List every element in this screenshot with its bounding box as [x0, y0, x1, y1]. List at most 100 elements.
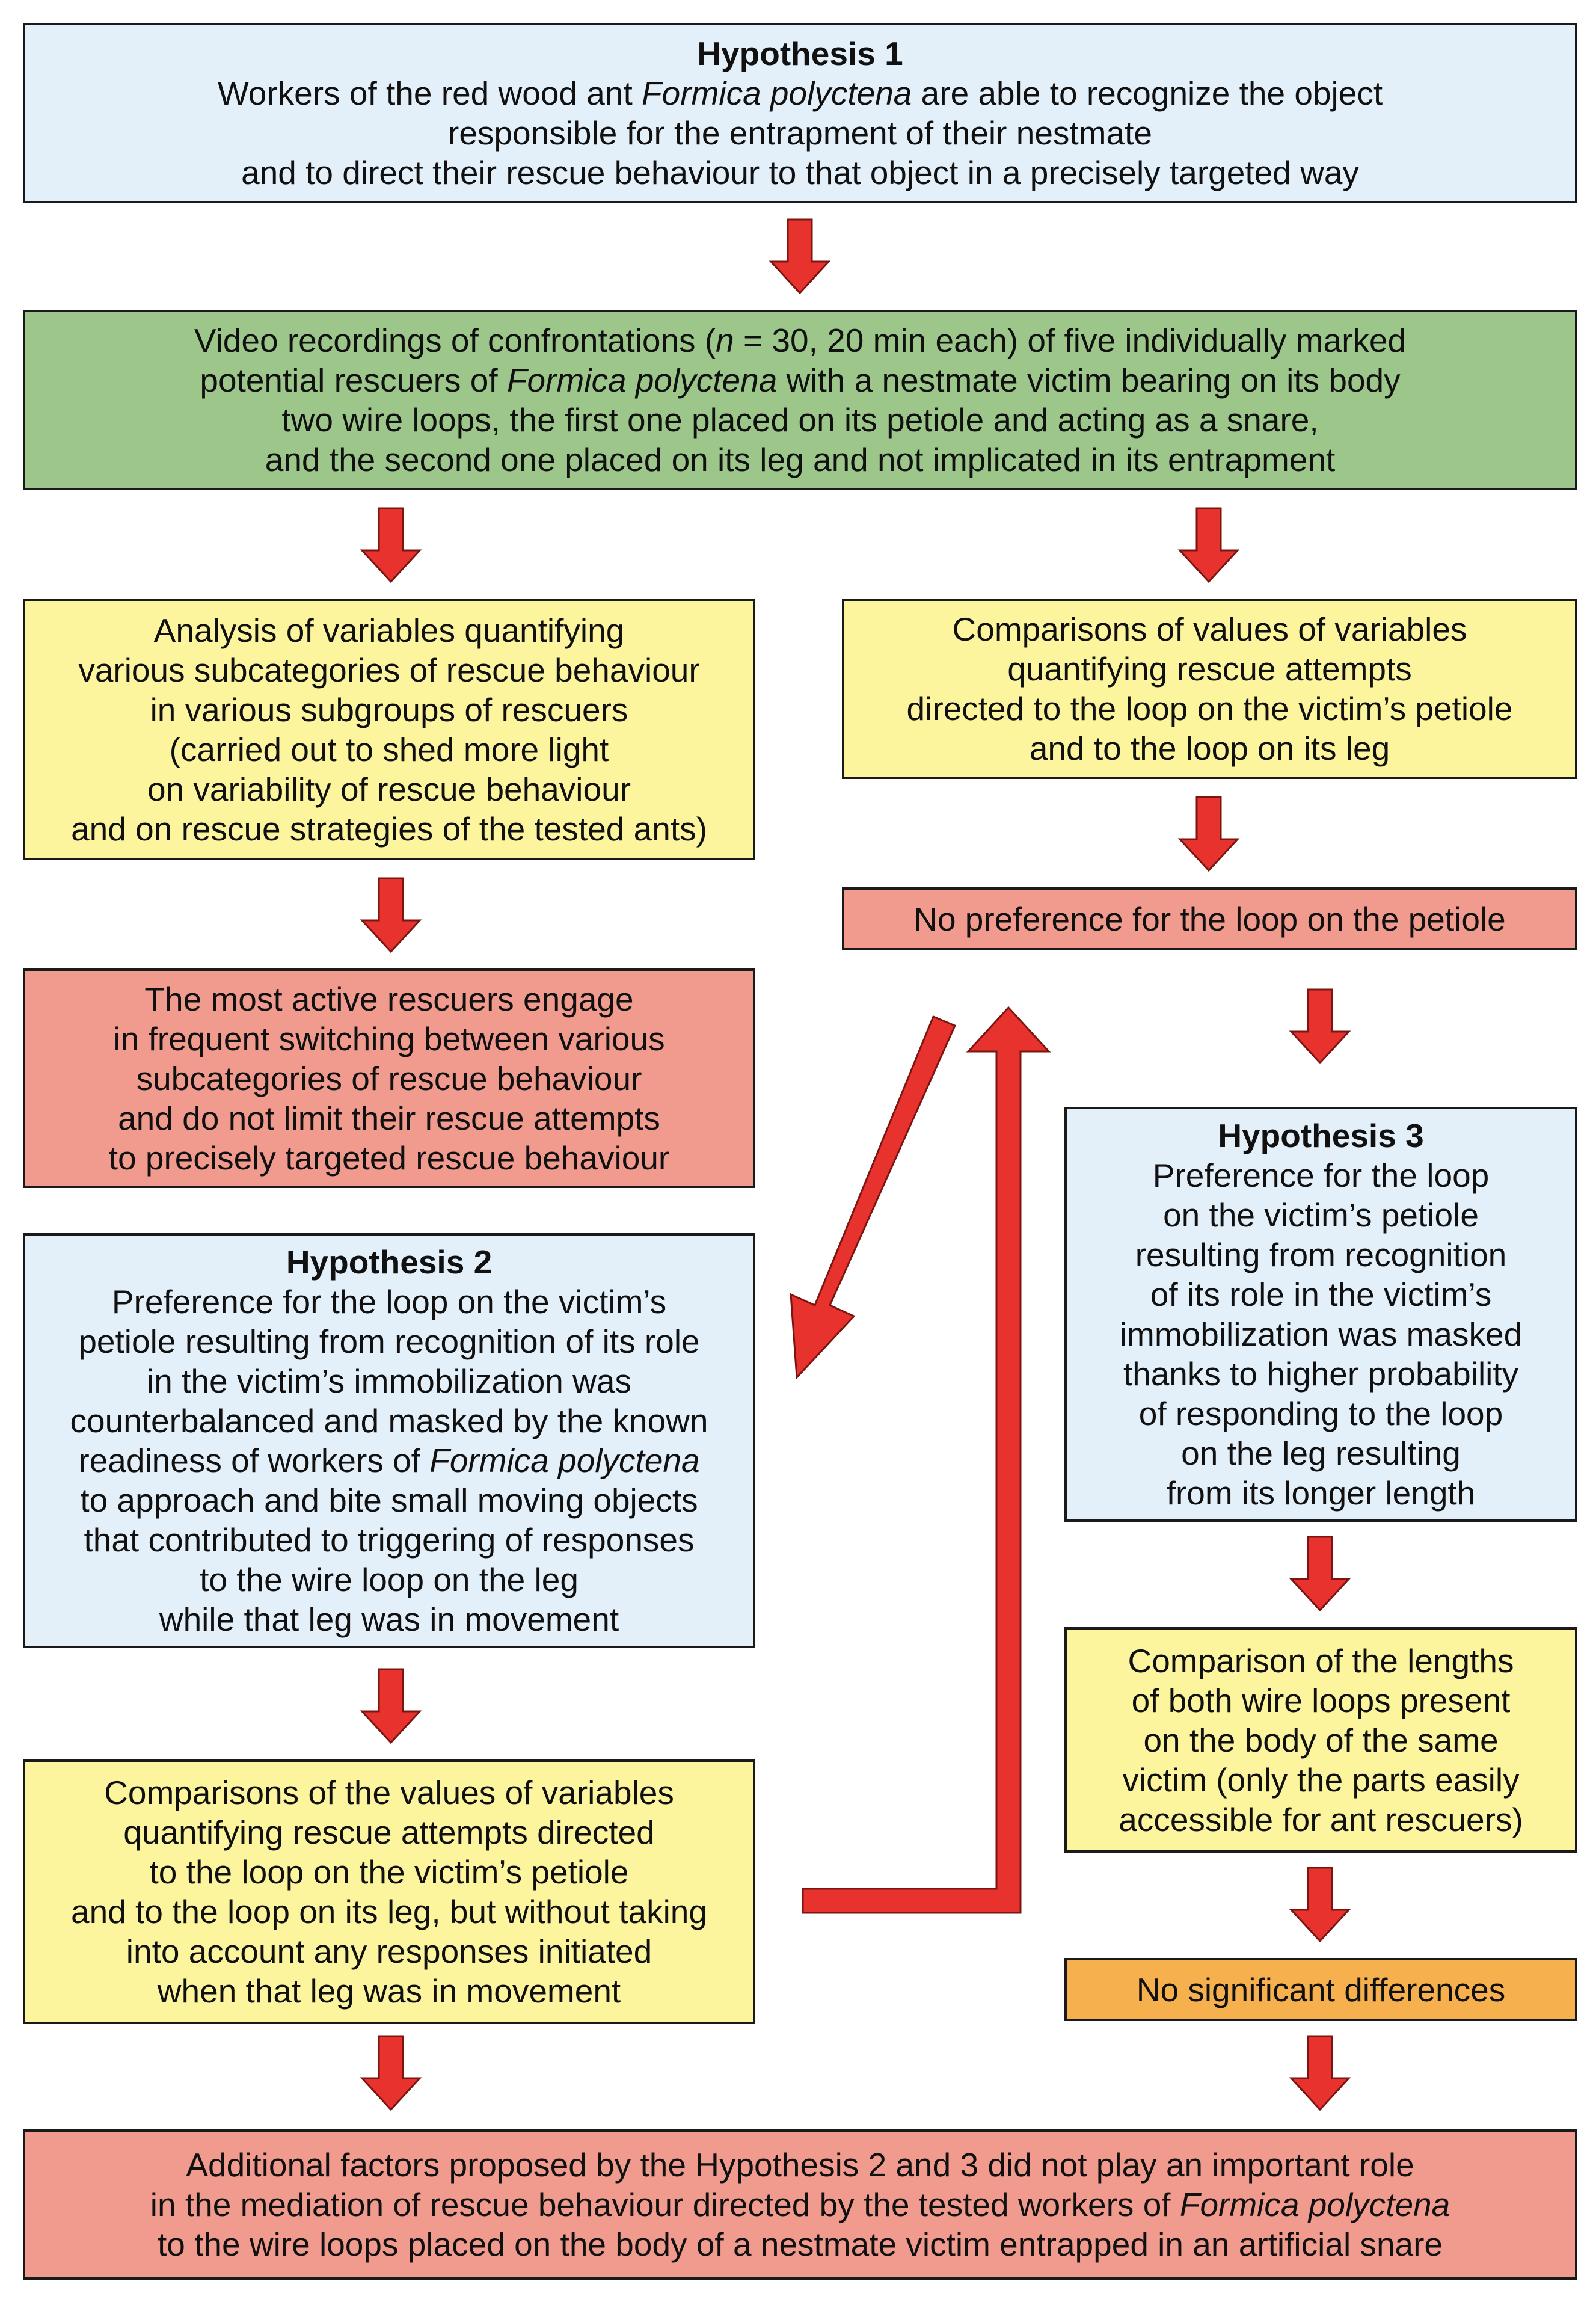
box-text-line: immobilization was masked [1120, 1314, 1522, 1354]
text-segment: Analysis of variables quantifying [153, 611, 625, 649]
text-segment: directed to the loop on the victim’s pet… [906, 690, 1513, 727]
box-text-line: and do not limit their rescue attempts [118, 1098, 660, 1138]
box-title: Hypothesis 1 [697, 35, 903, 72]
italic-text: n [716, 322, 734, 359]
arrow-comparisons2-to-no-preference [802, 1006, 1051, 1914]
box-text-line: to the wire loop on the leg [200, 1560, 579, 1599]
text-segment: two wire loops, the first one placed on … [281, 401, 1319, 439]
text-segment: and to direct their rescue behaviour to … [241, 154, 1359, 191]
box-text-line: on the leg resulting [1181, 1433, 1461, 1473]
text-segment: Preference for the loop on the victim’s [111, 1283, 667, 1320]
box-text-line: Comparison of the lengths [1128, 1641, 1514, 1681]
box-text-line: to the loop on the victim’s petiole [150, 1852, 629, 1892]
text-segment: on the victim’s petiole [1163, 1196, 1479, 1234]
text-segment: Comparison of the lengths [1128, 1642, 1514, 1679]
box-text-line: various subcategories of rescue behaviou… [78, 650, 699, 690]
arrow-lengths-to-no-differences [1290, 1867, 1350, 1942]
box-text-line: resulting from recognition [1135, 1235, 1507, 1275]
text-segment: while that leg was in movement [159, 1601, 619, 1638]
text-segment: and on rescue strategies of the tested a… [71, 810, 707, 848]
arrow-no-preference-to-h3 [1290, 988, 1350, 1064]
no-significant-differences-box: No significant differences [1064, 1958, 1577, 2021]
box-text-line: while that leg was in movement [159, 1599, 619, 1639]
arrow-video-to-analysis [361, 507, 421, 583]
text-segment: counterbalanced and masked by the known [70, 1402, 708, 1439]
text-segment: Workers of the red wood ant [217, 75, 642, 112]
arrow-no-preference-to-h2 [790, 1015, 956, 1380]
text-segment: Comparisons of the values of variables [104, 1774, 674, 1811]
text-segment: on the body of the same [1143, 1721, 1499, 1759]
text-segment: No significant differences [1136, 1971, 1506, 2008]
box-text-line: on variability of rescue behaviour [147, 769, 631, 809]
box-text-line: Additional factors proposed by the Hypot… [186, 2145, 1414, 2185]
italic-text: Formica polyctena [429, 1442, 700, 1479]
text-segment: of both wire loops present [1131, 1681, 1511, 1719]
box-text-line: Comparisons of the values of variables [104, 1773, 674, 1812]
box-text-line: subcategories of rescue behaviour [137, 1059, 642, 1098]
text-segment: quantifying rescue attempts [1007, 650, 1412, 688]
italic-text: Formica polyctena [506, 362, 778, 399]
text-segment: subcategories of rescue behaviour [136, 1059, 642, 1097]
text-segment: that contributed to triggering of respon… [84, 1521, 695, 1559]
text-segment: readiness of workers of [78, 1442, 430, 1479]
text-segment: Preference for the loop [1152, 1157, 1490, 1194]
italic-text: Formica polyctena [1179, 2186, 1450, 2223]
text-segment: from its longer length [1166, 1474, 1476, 1512]
text-segment: into account any responses initiated [126, 1933, 652, 1970]
box-title: Hypothesis 3 [1218, 1117, 1424, 1154]
box-text-line: responsible for the entrapment of their … [448, 113, 1152, 153]
box-text-line: Video recordings of confrontations (n = … [194, 321, 1406, 360]
text-segment: in frequent switching between various [113, 1020, 665, 1057]
box-text-line: directed to the loop on the victim’s pet… [907, 689, 1513, 728]
box-text-line: two wire loops, the first one placed on … [281, 400, 1318, 440]
conclusion-box: Additional factors proposed by the Hypot… [23, 2129, 1577, 2280]
box-text-line: to the wire loops placed on the body of … [158, 2224, 1443, 2264]
text-segment: potential rescuers of [200, 362, 507, 399]
text-segment: thanks to higher probability [1123, 1355, 1519, 1393]
text-segment: victim (only the parts easily [1122, 1761, 1520, 1799]
box-text-line: counterbalanced and masked by the known [70, 1401, 708, 1441]
text-segment: are able to recognize the object [912, 75, 1383, 112]
arrow-h3-to-lengths [1290, 1536, 1350, 1611]
text-segment: various subcategories of rescue behaviou… [78, 651, 700, 689]
text-segment: in the victim’s immobilization was [147, 1362, 631, 1400]
arrow-h2-to-comparisons2 [361, 1668, 421, 1744]
box-text-line: and the second one placed on its leg and… [265, 440, 1336, 479]
box-text-line: and to the loop on its leg, but without … [71, 1892, 707, 1931]
text-segment: Additional factors proposed by the Hypot… [186, 2146, 1414, 2184]
box-text-line: when that leg was in movement [158, 1971, 621, 2011]
text-segment: No preference for the loop on the petiol… [913, 900, 1506, 938]
box-text-line: in the victim’s immobilization was [147, 1361, 631, 1401]
text-segment: and the second one placed on its leg and… [265, 441, 1336, 478]
text-segment: resulting from recognition [1135, 1236, 1507, 1273]
no-preference-box: No preference for the loop on the petiol… [842, 887, 1577, 950]
box-text-line: The most active rescuers engage [144, 979, 633, 1019]
text-segment: when that leg was in movement [157, 1972, 621, 2010]
text-segment: responsible for the entrapment of their … [448, 114, 1152, 152]
arrow-h1-to-video [770, 218, 830, 294]
box-text-line: Preference for the loop on the victim’s [112, 1282, 666, 1322]
video-recordings-box: Video recordings of confrontations (n = … [23, 310, 1577, 490]
text-segment: in various subgroups of rescuers [150, 691, 628, 728]
italic-text: Formica polyctena [642, 75, 912, 112]
text-segment: to precisely targeted rescue behaviour [108, 1139, 670, 1177]
box-text-line: No significant differences [1137, 1970, 1506, 2010]
box-text-line: into account any responses initiated [126, 1931, 652, 1971]
text-segment: = 30, 20 min each) of five individually … [734, 322, 1407, 359]
box-text-line: and to direct their rescue behaviour to … [241, 153, 1359, 192]
box-text-line: accessible for ant rescuers) [1119, 1800, 1523, 1839]
box-text-line: in various subgroups of rescuers [150, 690, 628, 730]
arrow-comparisons2-to-conclusion [361, 2035, 421, 2111]
box-text-line: on the body of the same [1143, 1720, 1498, 1760]
box-text-line: victim (only the parts easily [1122, 1760, 1519, 1800]
text-segment: to the loop on the victim’s petiole [149, 1853, 629, 1891]
text-segment: Video recordings of confrontations ( [194, 322, 716, 359]
text-segment: and to the loop on its leg, but without … [71, 1893, 707, 1930]
